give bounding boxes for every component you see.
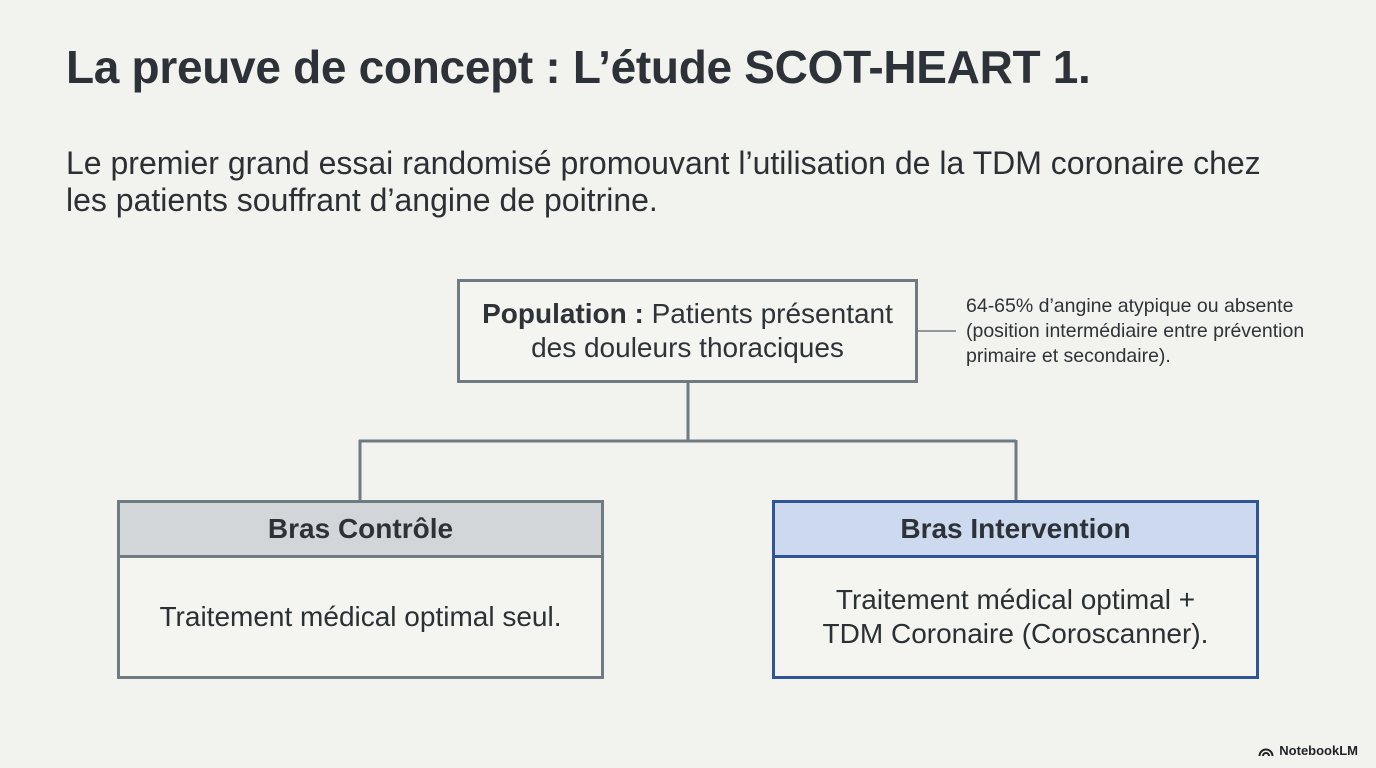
population-note: 64-65% d’angine atypique ou absente (pos… — [966, 295, 1305, 367]
notebooklm-brand: NotebookLM — [1258, 743, 1358, 758]
intervention-arm-text-line-1: Traitement médical optimal + — [835, 584, 1196, 615]
page-subtitle: Le premier grand essai randomisé promouv… — [66, 145, 1261, 218]
notebooklm-logo-icon — [1258, 748, 1274, 756]
intervention-arm-box: Bras Intervention Traitement médical opt… — [772, 500, 1259, 679]
population-line-1: Population : Patients présentant — [482, 297, 893, 331]
intervention-arm-title: Bras Intervention — [775, 503, 1256, 558]
control-arm-title: Bras Contrôle — [120, 503, 601, 558]
population-text: Patients présentant — [651, 298, 893, 329]
intervention-arm-body: Traitement médical optimal + TDM Coronai… — [775, 558, 1256, 676]
intervention-arm-text-line-2: TDM Coronaire (Coroscanner). — [822, 618, 1209, 649]
population-box: Population : Patients présentant des dou… — [457, 279, 918, 383]
control-arm-body: Traitement médical optimal seul. — [120, 558, 601, 676]
page-title: La preuve de concept : L’étude SCOT-HEAR… — [66, 41, 1091, 93]
brand-label: NotebookLM — [1279, 743, 1358, 758]
population-label: Population : — [482, 298, 644, 329]
control-arm-box: Bras Contrôle Traitement médical optimal… — [117, 500, 604, 679]
control-arm-text: Traitement médical optimal seul. — [159, 601, 562, 632]
population-line-2: des douleurs thoraciques — [531, 332, 844, 363]
